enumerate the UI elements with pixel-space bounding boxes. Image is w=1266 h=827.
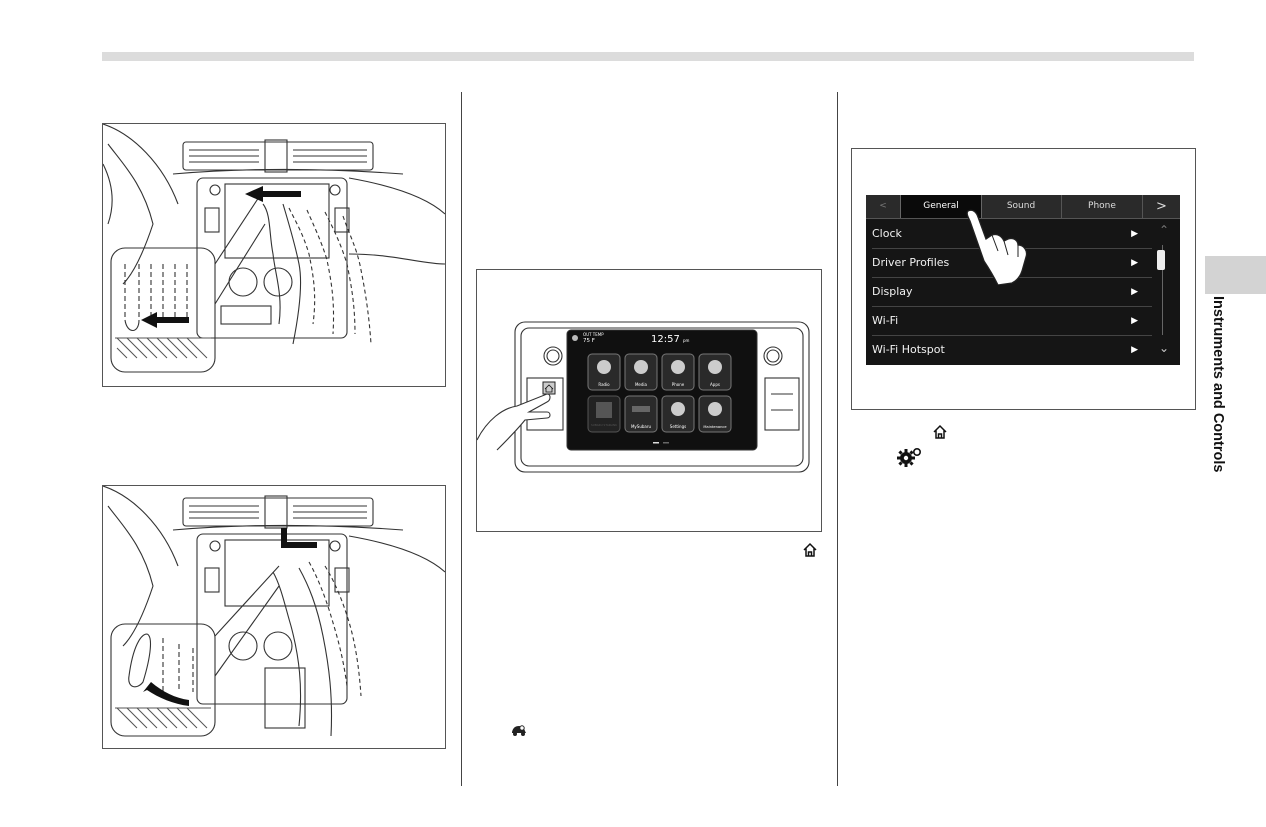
settings-row-label: Driver Profiles — [872, 256, 950, 269]
app-label-mysubaru: MySubaru — [631, 424, 652, 429]
section-title: Instruments and Controls — [1210, 296, 1230, 516]
apps-icon — [708, 360, 722, 374]
tab-general[interactable]: General — [900, 195, 982, 218]
scroll-up-arrow[interactable]: ⌃ — [1158, 223, 1170, 237]
scroll-down-arrow[interactable]: ⌄ — [1158, 341, 1170, 355]
mysubaru-icon — [632, 406, 650, 412]
section-title-text: Instruments and Controls — [1210, 296, 1226, 473]
app-label-maintenance: Maintenance — [703, 425, 727, 429]
clock-suffix: pm — [683, 338, 690, 343]
settings-row-wifi[interactable]: Wi-Fi▶ — [872, 307, 1152, 336]
outside-temp-label: OUT TEMP — [583, 332, 604, 337]
settings-app-icon — [671, 402, 685, 416]
car-settings-icon — [512, 725, 526, 736]
settings-row-label: Wi-Fi — [872, 314, 899, 327]
radio-icon — [597, 360, 611, 374]
settings-row-wifi-hotspot[interactable]: Wi-Fi Hotspot▶ — [872, 343, 1138, 356]
swipe-gesture-illustration — [102, 123, 446, 387]
settings-tab-bar: < General Sound Phone > — [866, 195, 1180, 219]
settings-row-display[interactable]: Display▶ — [872, 278, 1152, 307]
home-icon — [803, 542, 817, 557]
section-tab — [1205, 256, 1266, 294]
settings-screen: < General Sound Phone > Clock▶ Driver Pr… — [866, 195, 1180, 365]
home-icon — [933, 424, 947, 439]
scrollbar-thumb[interactable] — [1157, 250, 1165, 270]
app-label-settings: Settings — [670, 424, 686, 429]
app-label-starlink: SUBARU STARLINK — [591, 423, 617, 427]
media-icon — [634, 360, 648, 374]
app-label-radio: Radio — [598, 382, 610, 387]
tab-prev-arrow[interactable]: < — [879, 201, 887, 211]
starlink-icon — [596, 402, 612, 418]
settings-row-label: Wi-Fi Hotspot — [872, 343, 945, 356]
tab-phone[interactable]: Phone — [1062, 195, 1143, 218]
app-label-phone: Phone — [672, 382, 685, 387]
flick-back-gesture-illustration — [102, 485, 446, 749]
pointing-hand — [966, 209, 1028, 285]
column-divider-right — [837, 92, 838, 786]
outside-temp: 75 F — [583, 338, 595, 344]
clock-display: 12:57 — [651, 334, 680, 345]
app-mysubaru-button[interactable] — [624, 395, 658, 433]
column-divider-left — [461, 92, 462, 786]
scrollbar-track[interactable] — [1162, 245, 1163, 335]
phone-icon — [671, 360, 685, 374]
app-label-media: Media — [635, 382, 648, 387]
head-unit-home-illustration: OUT TEMP 75 F 12:57 pm Radio — [476, 269, 822, 532]
app-label-apps: Apps — [710, 382, 720, 387]
gear-icon — [897, 447, 921, 467]
settings-row-label: Clock — [872, 227, 902, 240]
header-rule — [102, 52, 1194, 61]
tab-next-arrow[interactable]: > — [1156, 199, 1167, 214]
settings-row-label: Display — [872, 285, 913, 298]
tab-sound[interactable]: Sound — [981, 195, 1062, 218]
maintenance-icon — [708, 402, 722, 416]
